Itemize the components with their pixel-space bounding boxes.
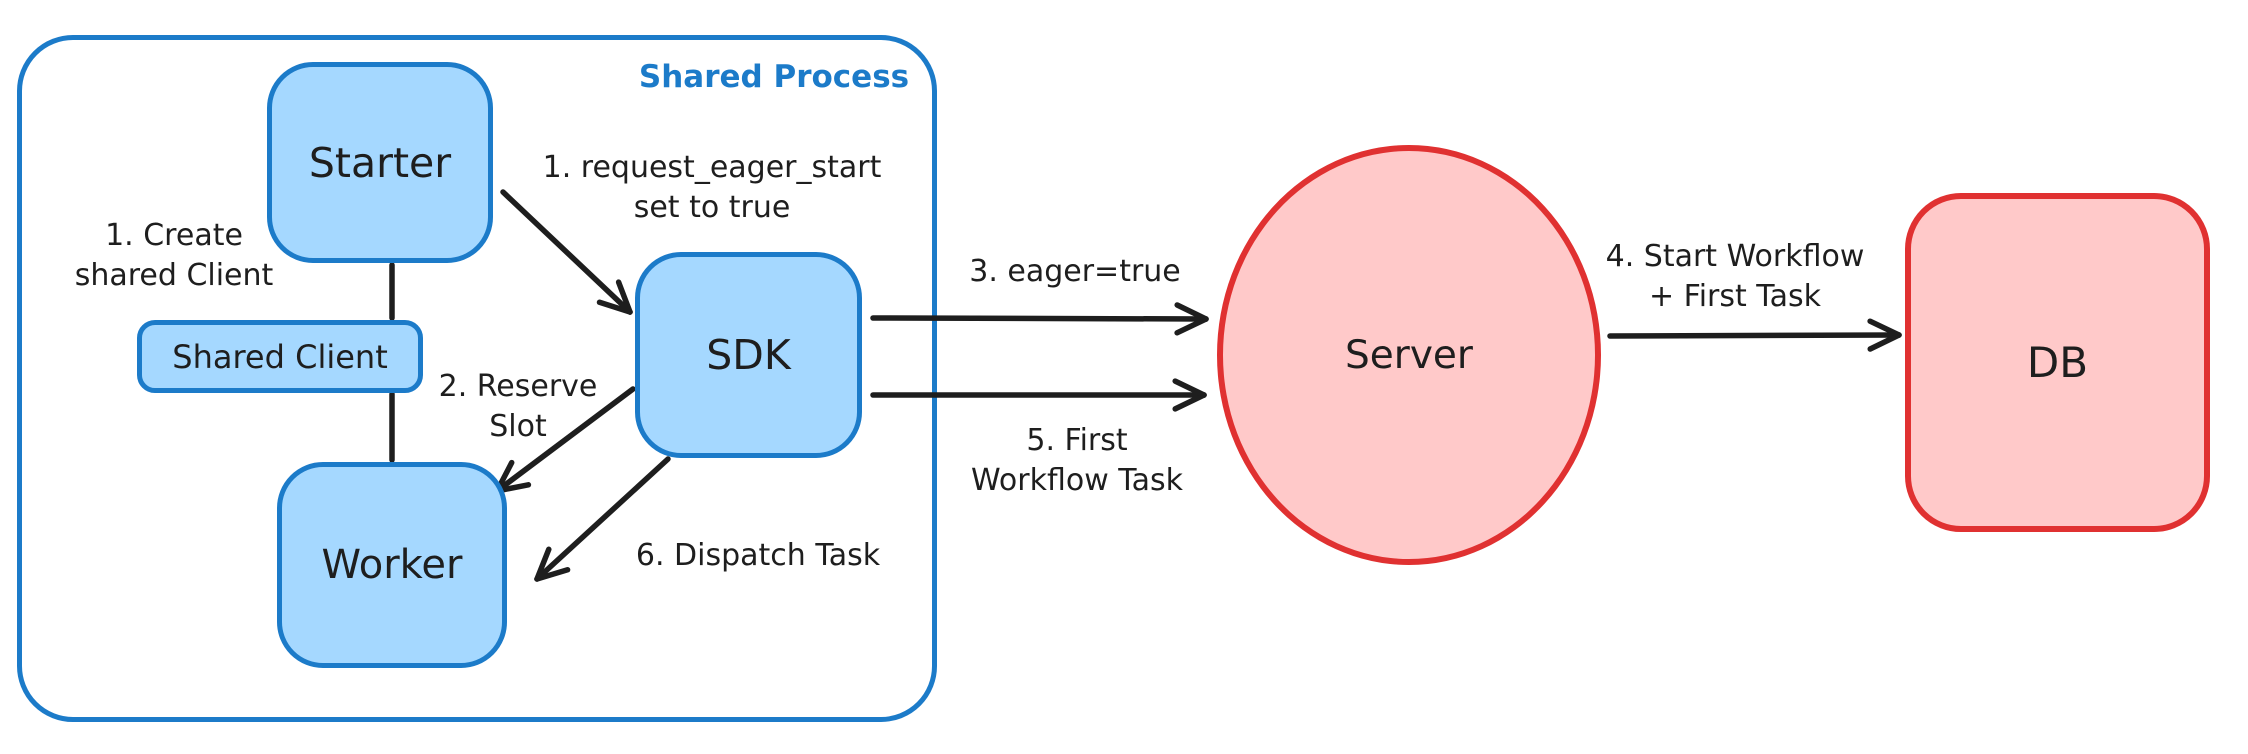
node-sdk-label: SDK xyxy=(706,331,791,379)
node-server: Server xyxy=(1217,145,1601,565)
shared-process-label: Shared Process xyxy=(638,59,910,95)
node-worker: Worker xyxy=(277,462,507,668)
annotation-request-eager-start: 1. request_eager_start set to true xyxy=(542,149,882,225)
node-db-label: DB xyxy=(2026,338,2089,387)
annotation-eager-true: 3. eager=true xyxy=(969,253,1181,289)
node-worker-label: Worker xyxy=(321,542,463,588)
arrow-server-to-db-start-workflow xyxy=(1607,318,1902,352)
annotation-dispatch-task: 6. Dispatch Task xyxy=(635,537,881,573)
annotation-create-shared-client: 1. Create shared Client xyxy=(74,217,274,293)
arrow-sdk-to-server-eager xyxy=(870,302,1209,336)
node-db: DB xyxy=(1905,193,2210,532)
node-sdk: SDK xyxy=(635,252,862,458)
arrow-sdk-to-worker-dispatch xyxy=(534,456,671,582)
node-server-label: Server xyxy=(1345,332,1473,378)
node-starter-label: Starter xyxy=(308,138,452,187)
node-shared-client: Shared Client xyxy=(137,320,423,393)
annotation-first-workflow-task: 5. First Workflow Task xyxy=(970,422,1184,498)
shared-process-container xyxy=(17,35,937,722)
arrow-starter-to-sdk xyxy=(500,189,633,315)
annotation-reserve-slot: 2. Reserve Slot xyxy=(438,368,598,444)
node-starter: Starter xyxy=(267,62,493,263)
node-shared-client-label: Shared Client xyxy=(172,337,388,376)
arrow-sdk-to-server-first-task xyxy=(870,378,1207,412)
annotation-start-workflow-first-task: 4. Start Workflow + First Task xyxy=(1605,238,1865,314)
